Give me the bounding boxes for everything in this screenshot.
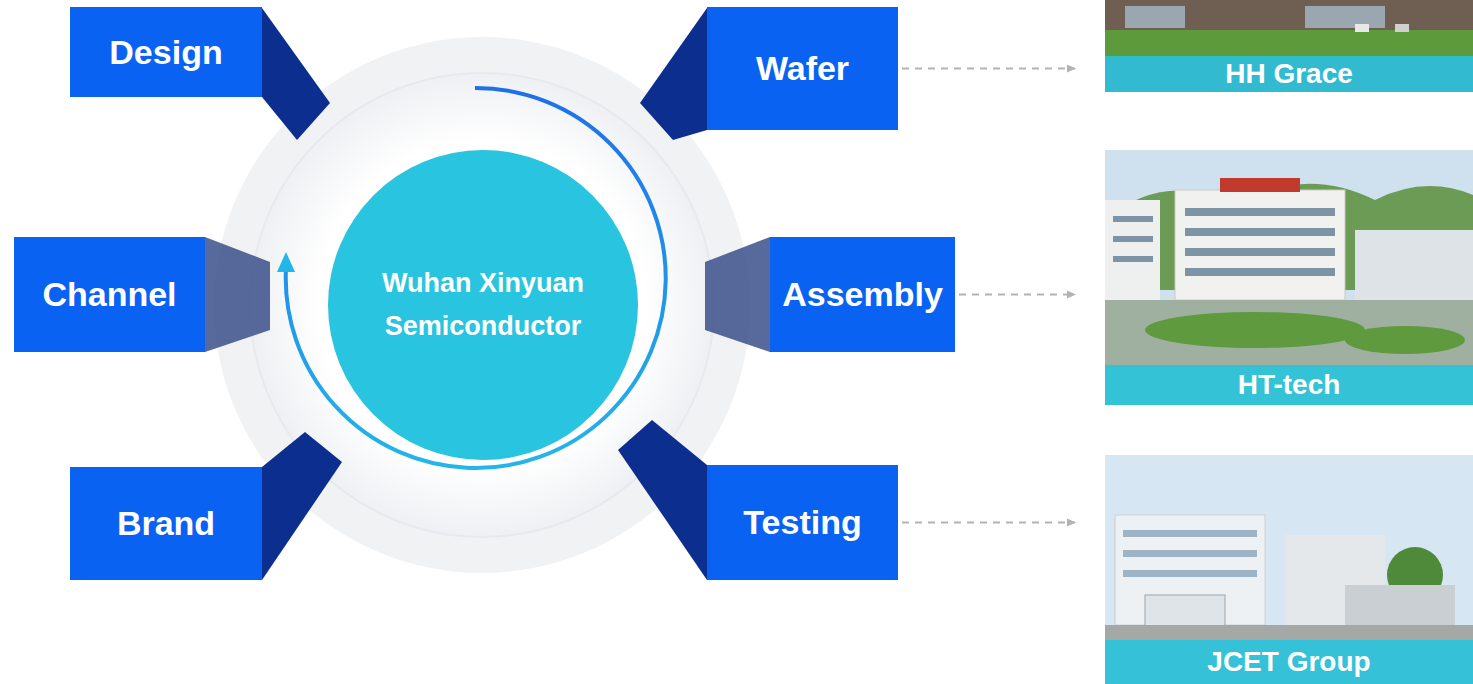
caption-band: HT-tech [1105,365,1473,405]
partner-name: HT-tech [1238,369,1341,401]
process-box: Assembly [770,237,955,352]
building-wall [1105,0,1473,30]
box-flap [262,432,342,580]
step-label: Assembly [782,275,943,314]
step-label: Brand [117,504,215,543]
plaza [1105,300,1473,405]
box-flap [205,237,270,352]
window [1125,6,1185,28]
box-flap [640,8,707,140]
building-wall [1105,0,1473,92]
process-box: Design [70,7,262,97]
process-box: Wafer [707,7,898,130]
step-label: Design [109,33,222,72]
partner-photo: HT-tech [1105,150,1473,405]
cycle-arrowhead [277,252,295,272]
car [1395,24,1409,32]
partner-photo: JCET Group [1105,455,1473,684]
dashed-connector [902,68,1075,70]
road [1105,625,1473,684]
step-label: Channel [42,275,176,314]
cycle-arc [286,88,666,468]
dashed-connector [902,522,1075,524]
company-circle: Wuhan Xinyuan Semiconductor [328,150,638,460]
box-flap [705,237,770,352]
windows [1123,530,1257,577]
caption-band: HH Grace [1105,56,1473,92]
windows [1113,208,1335,276]
roof-sign [1220,178,1300,192]
caption-band: JCET Group [1105,640,1473,684]
partner-name: HH Grace [1225,58,1353,90]
car [1355,24,1369,32]
main-building [1175,190,1345,300]
sky [1105,455,1473,684]
partner-photo: HH Grace [1105,0,1473,92]
window [1305,6,1385,28]
sky [1105,150,1473,405]
lawn [1145,312,1365,348]
process-box: Testing [707,465,898,580]
box-flap [262,8,330,140]
step-label: Testing [743,503,861,542]
box-flap [618,420,707,580]
lawn [1345,326,1465,354]
partner-name: JCET Group [1207,646,1370,678]
dashed-connector [959,294,1075,296]
company-name: Wuhan Xinyuan Semiconductor [368,262,598,348]
building [1105,200,1160,310]
process-box: Brand [70,467,262,580]
building [1355,230,1473,300]
process-box: Channel [14,237,205,352]
step-label: Wafer [756,49,849,88]
